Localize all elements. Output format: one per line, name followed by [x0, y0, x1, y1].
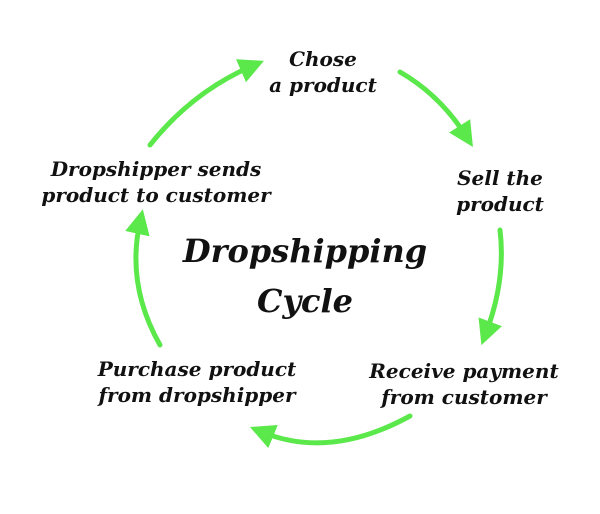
- step-label-line-2: a product: [269, 73, 377, 97]
- step-label-line-1: Sell the: [457, 166, 543, 190]
- diagram-title-line-2: Cycle: [256, 282, 354, 320]
- step-label-line-1: Purchase product: [97, 357, 297, 381]
- arrow-choose-to-sell: [397, 69, 473, 147]
- arrow-receive-to-purchase: [249, 413, 413, 449]
- step-choose-product: Chose a product: [248, 46, 398, 98]
- step-label-line-2: product to customer: [41, 183, 271, 207]
- step-label-line-2: from dropshipper: [98, 383, 296, 407]
- step-label-line-2: product: [456, 192, 544, 216]
- step-purchase-product: Purchase product from dropshipper: [80, 356, 314, 408]
- diagram-title-line-1: Dropshipping: [182, 232, 428, 270]
- step-dropshipper-sends: Dropshipper sends product to customer: [28, 156, 284, 208]
- step-sell-product: Sell the product: [430, 165, 570, 217]
- arrow-purchase-to-sends: [125, 209, 163, 348]
- arrow-sends-to-choose: [147, 59, 264, 148]
- step-label-line-2: from customer: [381, 385, 547, 409]
- diagram-title: Dropshipping Cycle: [170, 226, 440, 326]
- step-label-line-1: Receive payment: [369, 359, 559, 383]
- arrow-sell-to-receive: [478, 227, 504, 346]
- step-receive-payment: Receive payment from customer: [352, 358, 576, 410]
- step-label-line-1: Chose: [289, 47, 357, 71]
- step-label-line-1: Dropshipper sends: [50, 157, 262, 181]
